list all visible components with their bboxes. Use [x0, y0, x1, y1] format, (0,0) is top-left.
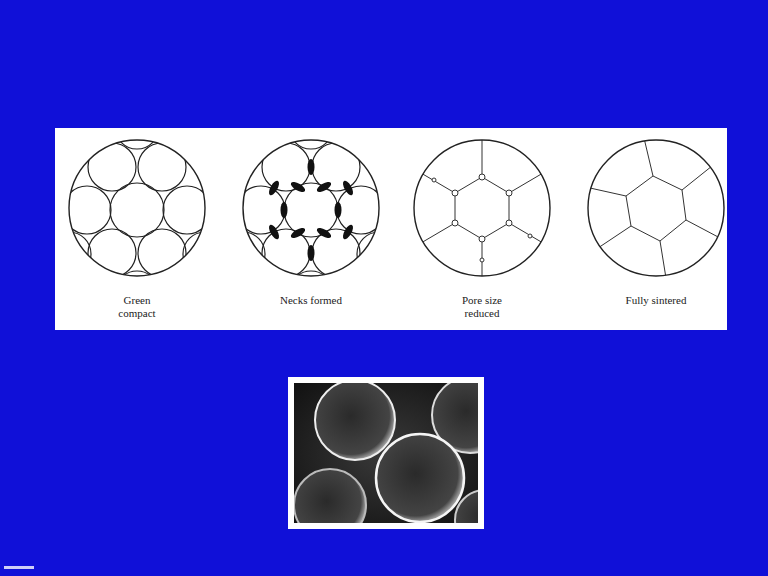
- stage-label: Pore size reduced: [450, 294, 514, 320]
- fully-sintered-figure: [588, 138, 724, 278]
- green-compact-figure: [47, 105, 227, 315]
- stage-label: Green compact: [105, 294, 169, 320]
- micrograph: [288, 377, 515, 550]
- necks-formed-figure: [221, 105, 401, 315]
- pore-reduced-figure: [414, 138, 550, 278]
- stage-label: Necks formed: [279, 294, 343, 307]
- stage-label: Fully sintered: [624, 294, 688, 307]
- logo-mark: [4, 566, 34, 569]
